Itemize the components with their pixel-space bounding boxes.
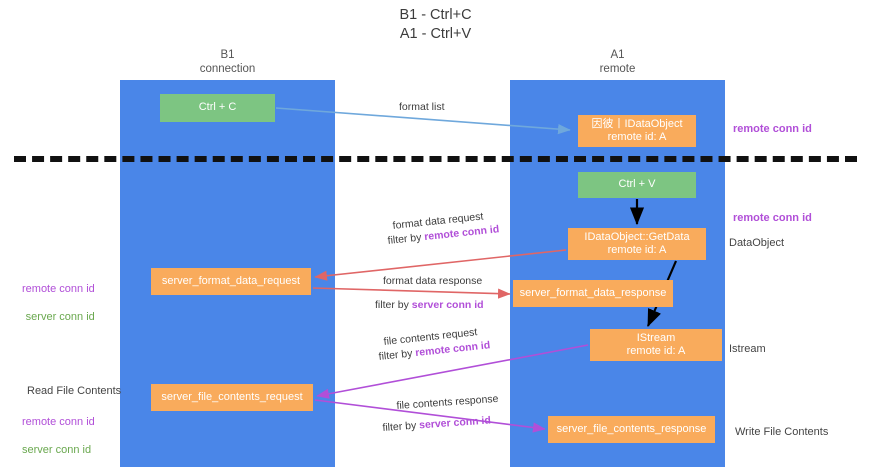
label-format-data-response: format data response	[383, 275, 483, 287]
filter-prefix: filter by	[375, 299, 412, 311]
filter-prefix: filter by	[378, 347, 416, 363]
annotation-left-conn-ids-2: remote conn id server conn id	[22, 401, 95, 471]
box-ctrl-c[interactable]: Ctrl + C	[160, 94, 275, 122]
box-ctrl-v[interactable]: Ctrl + V	[578, 172, 696, 198]
annotation-write-file-contents: Write File Contents	[735, 426, 829, 438]
label-format-list: format list	[399, 101, 445, 113]
box-istream-remote[interactable]: IStream remote id: A	[590, 329, 722, 361]
arrow-file-contents-response	[314, 399, 546, 433]
annotation-left-server-conn-id: server conn id	[25, 311, 95, 323]
arrow-file-contents-request	[316, 344, 589, 399]
box-idataobject-getdata[interactable]: IDataObject::GetData remote id: A	[568, 228, 706, 260]
annotation-istream: Istream	[729, 343, 766, 355]
arrow-format-data-response	[312, 287, 511, 299]
box-server-format-data-request[interactable]: server_format_data_request	[151, 268, 311, 295]
arrow-format-data-request	[314, 249, 567, 281]
filter-prefix: filter by	[382, 419, 420, 434]
box-server-file-contents-response[interactable]: server_file_contents_response	[548, 416, 715, 443]
annotation-left-remote-conn-id-2: remote conn id	[22, 416, 95, 428]
box-server-file-contents-request[interactable]: server_file_contents_request	[151, 384, 313, 411]
diagram-title: B1 - Ctrl+C A1 - Ctrl+V	[399, 7, 472, 42]
label-format-data-response-filter: filter by server conn id	[375, 298, 484, 312]
arrow-format-list	[275, 107, 571, 135]
lane-header-b1: B1 connection	[199, 49, 256, 75]
annotation-left-conn-ids: remote conn id server conn id	[22, 268, 95, 338]
filter-key-server-conn-id: server conn id	[411, 299, 484, 311]
filter-prefix: filter by	[387, 231, 425, 247]
annotation-dataobject: DataObject	[729, 237, 785, 249]
annotation-right-remote-conn-id-1: remote conn id	[733, 123, 812, 135]
box-server-format-data-response[interactable]: server_format_data_response	[513, 280, 673, 307]
box-idataobject-remote[interactable]: 因彼丨IDataObject remote id: A	[578, 115, 696, 147]
annotation-right-remote-conn-id-2: remote conn id	[733, 212, 812, 224]
annotation-left-server-conn-id-2: server conn id	[22, 444, 92, 456]
annotation-left-remote-conn-id: remote conn id	[22, 283, 95, 295]
annotation-read-file-contents: Read File Contents	[27, 385, 122, 397]
lane-header-a1: A1 remote	[599, 49, 636, 75]
phase-divider	[14, 156, 857, 162]
